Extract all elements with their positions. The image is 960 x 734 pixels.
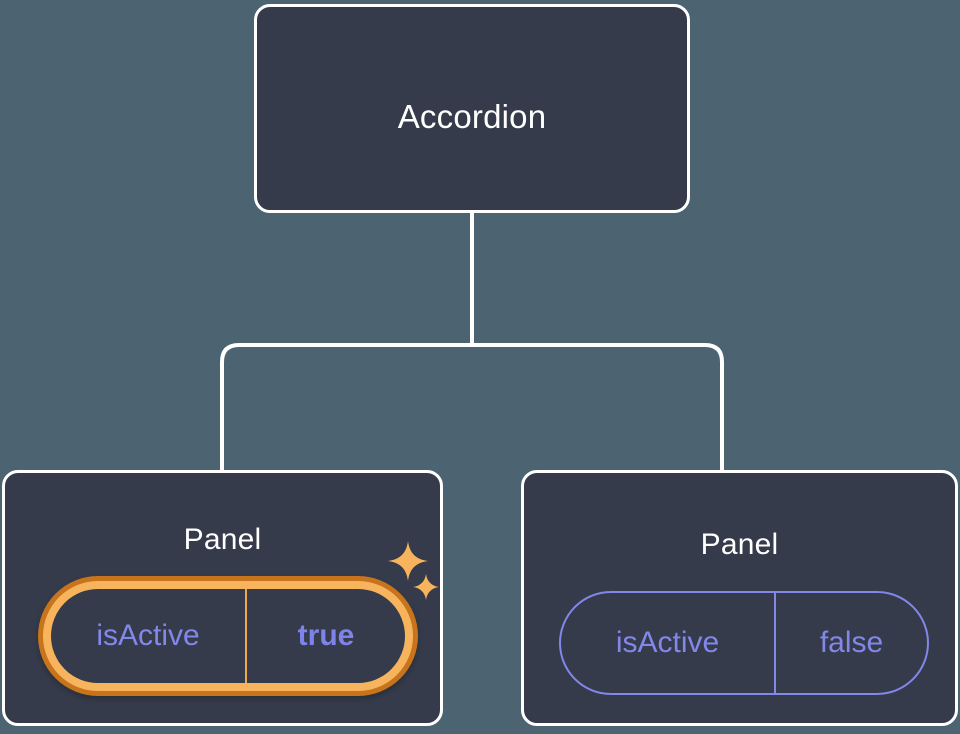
prop-key-label: isActive bbox=[51, 589, 247, 683]
prop-pill-isactive-false[interactable]: isActive false bbox=[559, 591, 929, 695]
connector-branch-bar bbox=[220, 343, 724, 470]
node-panel-active-title: Panel bbox=[183, 523, 262, 556]
node-panel-inactive[interactable]: Panel isActive false bbox=[521, 470, 958, 726]
prop-pill-isactive-true[interactable]: isActive true bbox=[38, 576, 418, 696]
node-panel-active[interactable]: Panel isActive true bbox=[2, 470, 443, 726]
prop-value-label: false bbox=[819, 626, 884, 659]
node-accordion[interactable]: Accordion bbox=[254, 4, 690, 213]
prop-value-label: true bbox=[297, 619, 355, 652]
node-panel-inactive-title: Panel bbox=[700, 528, 779, 561]
prop-pill-inner: isActive true bbox=[43, 581, 413, 691]
node-accordion-title: Accordion bbox=[397, 98, 547, 135]
prop-key-label: isActive bbox=[561, 593, 776, 693]
